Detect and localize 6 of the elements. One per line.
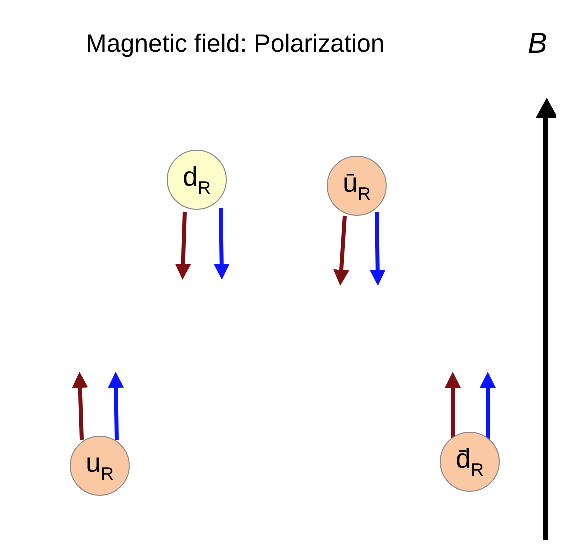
particle-symbol: d$_{R}$ xyxy=(182,164,212,196)
title: Magnetic field: Polarization xyxy=(86,30,385,59)
particle-symbol: ū$_{R}$ xyxy=(342,170,372,202)
particle-symbol: u$_{R}$ xyxy=(86,450,114,482)
field-symbol: B xyxy=(528,28,548,61)
particle-symbol: d̄$_{R}$ xyxy=(456,446,484,478)
